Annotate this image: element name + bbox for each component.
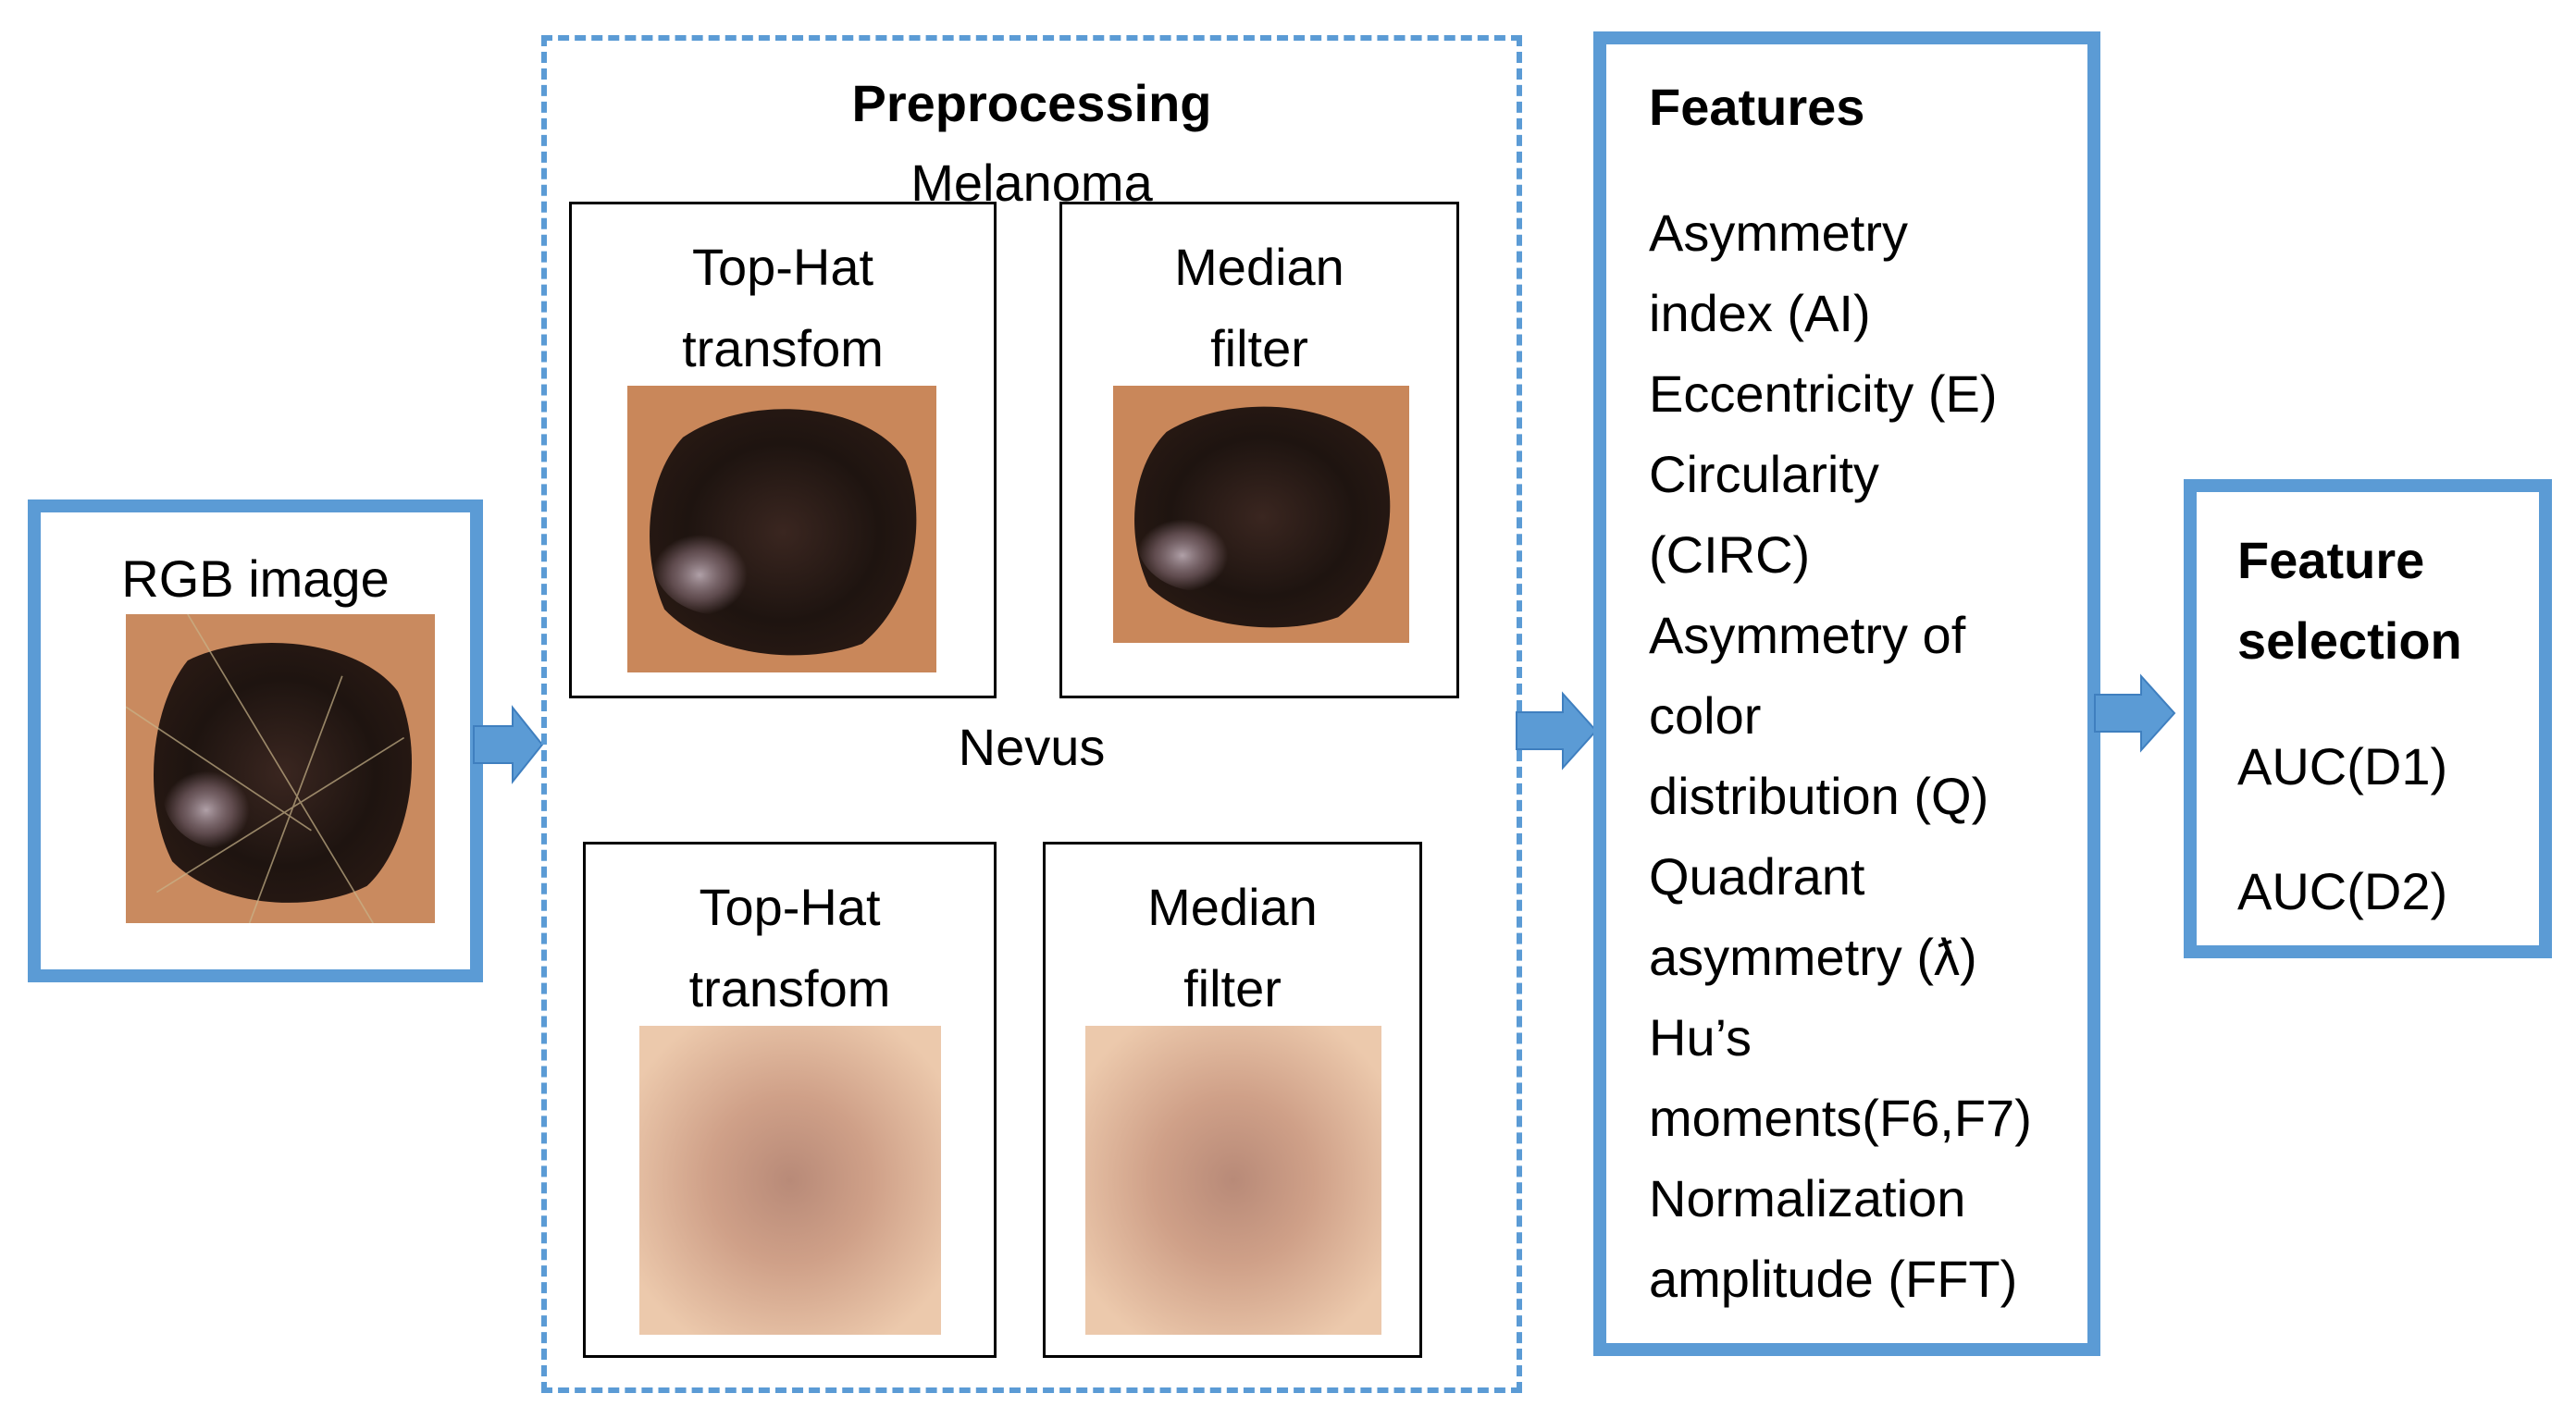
- features-line: color: [1649, 686, 1762, 745]
- rgb-image-title: RGB image: [121, 549, 390, 608]
- melanoma-median-line1: Median: [1174, 238, 1344, 296]
- feature-selection-item: AUC(D2): [2237, 862, 2448, 920]
- right-arrow-icon: [473, 705, 544, 784]
- melanoma-tophat-image: [627, 386, 936, 672]
- feature-selection-item: AUC(D1): [2237, 737, 2448, 795]
- features-line: Hu’s: [1649, 1008, 1752, 1067]
- features-title: Features: [1649, 78, 1865, 136]
- melanoma-median-line2: filter: [1210, 319, 1308, 377]
- nevus-median-line2: filter: [1183, 959, 1282, 1017]
- feature-selection-box: Feature selection AUC(D1) AUC(D2): [2184, 479, 2552, 958]
- features-line: Asymmetry of: [1649, 606, 1966, 664]
- right-arrow-icon: [2094, 673, 2176, 753]
- nevus-median-box: Median filter: [1043, 842, 1422, 1358]
- features-line: (CIRC): [1649, 525, 1811, 584]
- preprocessing-box: Preprocessing Melanoma Nevus: [541, 35, 1522, 1393]
- features-line: amplitude (FFT): [1649, 1250, 2018, 1308]
- nevus-median-line1: Median: [1147, 878, 1318, 936]
- features-line: asymmetry (ƛ): [1649, 928, 1977, 986]
- melanoma-tophat-line2: transfom: [682, 319, 884, 377]
- melanoma-tophat-line1: Top-Hat: [691, 238, 874, 296]
- melanoma-median-image: [1113, 386, 1409, 643]
- rgb-melanoma-image: [126, 614, 435, 923]
- features-line: Circularity: [1649, 445, 1879, 503]
- features-line: distribution (Q): [1649, 767, 1989, 825]
- features-line: Normalization: [1649, 1169, 1966, 1227]
- nevus-tophat-line1: Top-Hat: [699, 878, 881, 936]
- features-box: Features Asymmetry index (AI) Eccentrici…: [1593, 31, 2100, 1356]
- features-line: Quadrant: [1649, 847, 1865, 906]
- nevus-tophat-line2: transfom: [688, 959, 891, 1017]
- nevus-tophat-image: [639, 1026, 941, 1335]
- right-arrow-icon: [1516, 691, 1598, 771]
- melanoma-tophat-box: Top-Hat transfom: [569, 202, 997, 698]
- rgb-image-box: RGB image: [28, 499, 483, 982]
- features-line: moments(F6,F7): [1649, 1089, 2032, 1147]
- melanoma-median-box: Median filter: [1059, 202, 1459, 698]
- nevus-tophat-box: Top-Hat transfom: [583, 842, 997, 1358]
- features-line: index (AI): [1649, 284, 1871, 342]
- features-line: Asymmetry: [1649, 203, 1908, 262]
- features-line: Eccentricity (E): [1649, 364, 1998, 423]
- feature-selection-title-line1: Feature: [2237, 531, 2425, 589]
- feature-selection-title-line2: selection: [2237, 611, 2462, 670]
- nevus-label: Nevus: [958, 718, 1106, 776]
- preprocessing-title: Preprocessing: [851, 74, 1212, 132]
- nevus-median-image: [1085, 1026, 1381, 1335]
